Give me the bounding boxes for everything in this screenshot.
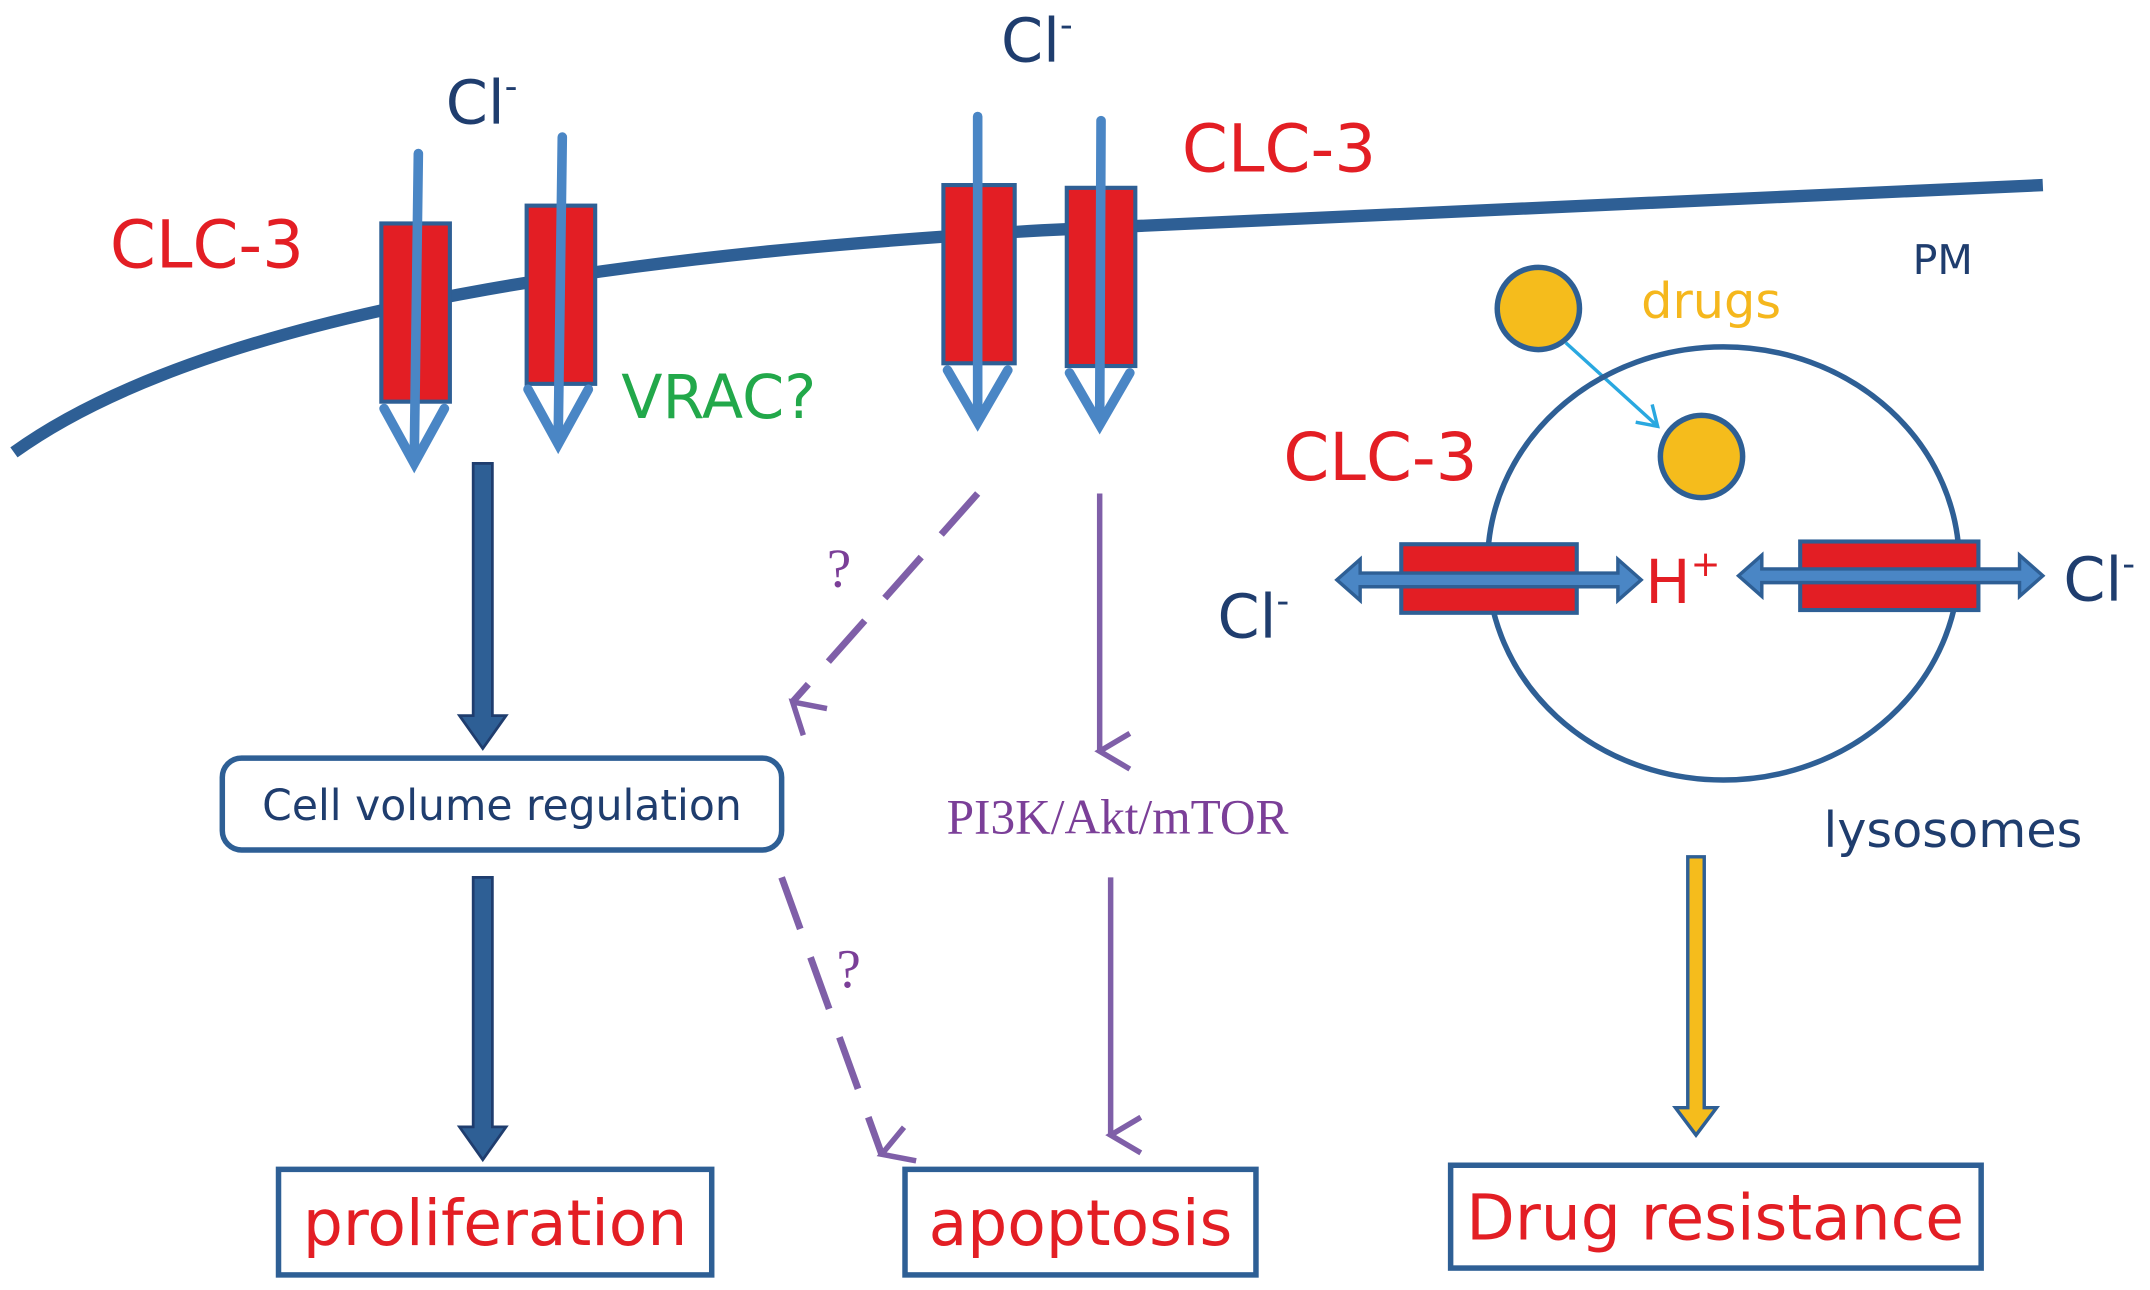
thick-arrow-down-icon bbox=[1672, 855, 1720, 1138]
chloride-influx-arrows bbox=[379, 111, 1135, 474]
proliferation-box bbox=[275, 1166, 715, 1278]
clc3-label: CLC-3 bbox=[1283, 419, 1477, 496]
double-arrow-icon bbox=[1334, 555, 1644, 605]
chloride-label: Cl- bbox=[1001, 5, 1073, 77]
cell-volume-regulation-box bbox=[219, 755, 785, 853]
drug-resistance-label: Drug resistance bbox=[1466, 1180, 1964, 1254]
arrow-down-icon bbox=[379, 148, 450, 474]
drug-molecule bbox=[1494, 264, 1583, 353]
proton-label: H+ bbox=[1645, 544, 1720, 618]
pm-label: PM bbox=[1913, 236, 1973, 284]
apoptosis-label: apoptosis bbox=[929, 1186, 1233, 1260]
drugs-label: drugs bbox=[1641, 272, 1781, 330]
clc3-label: CLC-3 bbox=[110, 206, 304, 283]
thick-arrow-down-icon bbox=[456, 461, 509, 751]
arrow-down-icon bbox=[523, 132, 594, 455]
question-mark: ? bbox=[827, 538, 851, 599]
cell-volume-regulation-label: Cell volume regulation bbox=[262, 782, 742, 831]
drug-resistance-box bbox=[1447, 1162, 1984, 1271]
chloride-label: Cl- bbox=[2063, 544, 2135, 616]
lysosomes-label: lysosomes bbox=[1824, 801, 2083, 859]
question-mark: ? bbox=[836, 938, 860, 999]
pathway-label: PI3K/Akt/mTOR bbox=[947, 789, 1289, 844]
thick-arrow-down-icon bbox=[456, 875, 509, 1163]
drug-molecule bbox=[1657, 412, 1746, 501]
chloride-label: Cl- bbox=[446, 67, 518, 139]
dashed-purple-arrow bbox=[778, 876, 917, 1164]
chloride-label: Cl- bbox=[1218, 581, 1290, 653]
arrow-down-icon bbox=[1064, 115, 1135, 435]
double-arrow-icon bbox=[1735, 551, 2046, 601]
plasma-membrane bbox=[10, 178, 2044, 458]
arrow-down-icon bbox=[942, 111, 1013, 432]
clc3-label: CLC-3 bbox=[1182, 110, 1376, 187]
apoptosis-box bbox=[902, 1166, 1259, 1278]
dashed-purple-arrow bbox=[788, 491, 981, 737]
proliferation-label: proliferation bbox=[303, 1186, 687, 1260]
drug-uptake-arrow bbox=[1564, 341, 1660, 429]
vrac-label: VRAC? bbox=[621, 363, 816, 433]
